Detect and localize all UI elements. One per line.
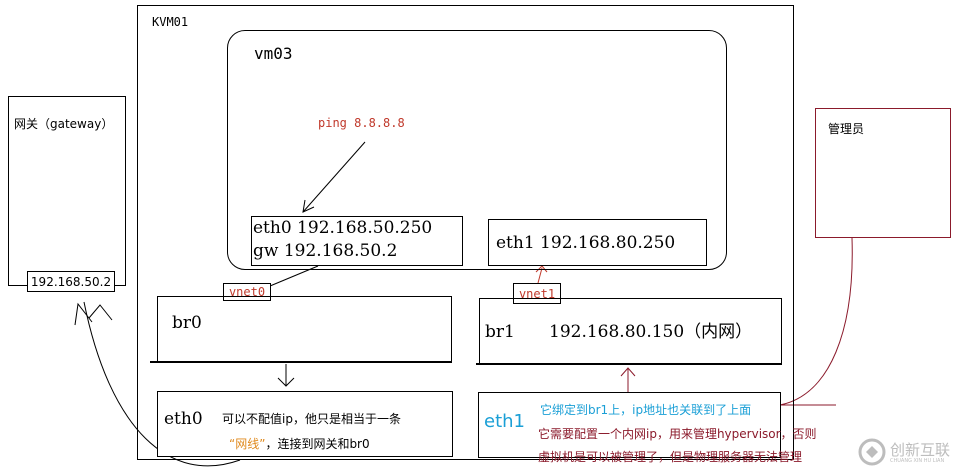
- phys-eth0-note-2: “网线”，连接到网关和br0: [229, 435, 370, 452]
- phys-eth1-box: [478, 392, 781, 458]
- watermark-subtext: CHUANG XIN HU LIAN: [890, 458, 945, 464]
- vm-eth1-ip: eth1 192.168.80.250: [496, 233, 676, 253]
- br0-label: br0: [172, 313, 202, 333]
- gateway-label: 网关（gateway）: [14, 117, 114, 131]
- br0-box: [157, 296, 452, 362]
- phys-eth0-note-1: 可以不配值ip，他只是相当于一条: [222, 412, 401, 426]
- phys-eth1-note-2: 它需要配置一个内网ip，用来管理hypervisor，否则: [538, 427, 817, 441]
- vm-eth0-ip: eth0 192.168.50.250: [253, 218, 433, 238]
- watermark: 创新互联 CHUANG XIN HU LIAN: [858, 436, 954, 470]
- admin-box: [815, 108, 951, 238]
- br1-label: br1: [485, 322, 515, 342]
- br1-box: [479, 298, 782, 364]
- vm-eth1-box: eth1 192.168.80.250: [488, 219, 707, 266]
- admin-label: 管理员: [828, 122, 865, 136]
- phys-eth1-note-1: 它绑定到br1上，ip地址也关联到了上面: [540, 403, 752, 417]
- host-label: KVM01: [152, 15, 189, 29]
- br1-ip: 192.168.80.150（内网）: [549, 322, 753, 342]
- phys-eth1-note-3: 虚拟机是可以被管理了，但是物理服务器无法管理: [538, 450, 803, 464]
- watermark-logo-icon: [858, 438, 886, 466]
- vm03-box: [227, 30, 727, 270]
- phys-eth0-note-rest: ，连接到网关和br0: [265, 437, 370, 451]
- vm-eth0-box: eth0 192.168.50.250 gw 192.168.50.2: [251, 216, 463, 266]
- host-kvm01-box: [137, 5, 794, 460]
- phys-eth1-label: eth1: [484, 411, 525, 432]
- vm-eth0-gw: gw 192.168.50.2: [253, 241, 398, 261]
- ping-note: ping 8.8.8.8: [318, 116, 405, 130]
- vm03-label: vm03: [254, 44, 293, 63]
- watermark-text: 创新互联: [890, 441, 951, 459]
- phys-eth0-note-quote: “网线”: [229, 437, 266, 451]
- phys-eth0-label: eth0: [164, 409, 203, 429]
- phys-eth0-box: [157, 391, 453, 457]
- gateway-ip: 192.168.50.2: [27, 271, 115, 292]
